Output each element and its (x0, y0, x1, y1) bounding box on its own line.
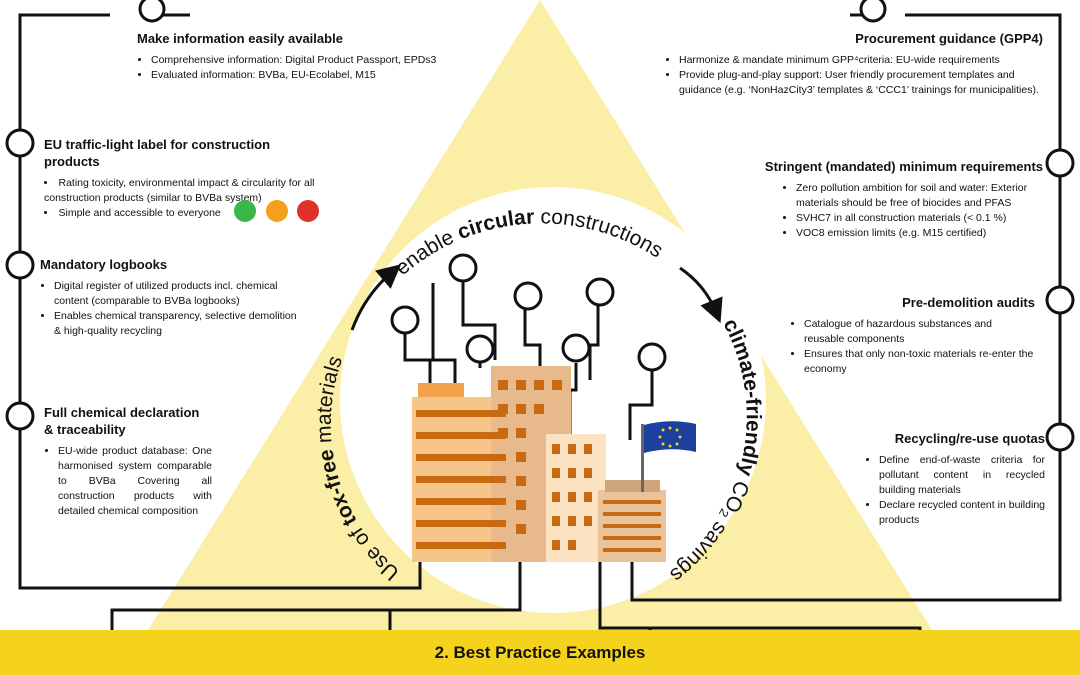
quotas-title: Recycling/re-use quotas (894, 431, 1045, 446)
audits-title: Pre-demolition audits (902, 295, 1035, 310)
logbooks-title: Mandatory logbooks (40, 257, 168, 272)
bottom-connector (110, 560, 522, 632)
right-frame-line (630, 13, 1062, 602)
info-title: Make information easily available (137, 31, 343, 46)
red-face-icon (297, 200, 319, 222)
logbooks-block: Mandatory logbooks Digital register of u… (40, 256, 300, 339)
declaration-title: Full chemical declaration & traceability (44, 405, 200, 437)
node-circle (5, 250, 35, 280)
orange-face-icon (266, 200, 288, 222)
audits-item: Catalogue of hazardous substances and re… (804, 317, 1035, 347)
label-item: Rating toxicity, environmental impact & … (44, 176, 329, 206)
node-circle (5, 401, 35, 431)
circuit-node (637, 342, 667, 372)
node-circle (859, 0, 887, 23)
info-block: Make information easily available Compre… (137, 30, 457, 83)
requirements-title: Stringent (mandated) minimum requirement… (764, 159, 1043, 174)
label-title: EU traffic-light label for construction … (44, 137, 271, 169)
info-item: Evaluated information: BVBa, EU-Ecolabel… (151, 68, 457, 83)
requirements-block: Stringent (mandated) minimum requirement… (760, 158, 1043, 241)
quotas-item: Define end-of-waste criteria for polluta… (879, 453, 1045, 498)
requirements-item: Zero pollution ambition for soil and wat… (796, 181, 1043, 211)
procurement-item: Harmonize & mandate minimum GPP⁴criteria… (679, 53, 1043, 68)
circuit-node (465, 334, 495, 364)
buildings-illustration (412, 366, 696, 562)
circuit-node (448, 253, 478, 283)
label-block: EU traffic-light label for construction … (44, 136, 329, 221)
circuit-node (513, 281, 543, 311)
quotas-item: Declare recycled content in building pro… (879, 498, 1045, 528)
declaration-item: EU-wide product database: One harmonised… (58, 444, 212, 519)
requirements-item: VOC8 emission limits (e.g. M15 certified… (796, 226, 1043, 241)
procurement-title: Procurement guidance (GPP4) (855, 31, 1043, 46)
quotas-block: Recycling/re-use quotas Define end-of-wa… (865, 430, 1045, 528)
footer-banner: 2. Best Practice Examples (0, 630, 1080, 675)
node-circle (138, 0, 166, 23)
node-circle (1045, 285, 1075, 315)
requirements-item: SVHC7 in all construction materials (< 0… (796, 211, 1043, 226)
node-circle (1045, 422, 1075, 452)
node-circle (5, 128, 35, 158)
footer-label: 2. Best Practice Examples (434, 642, 646, 662)
info-item: Comprehensive information: Digital Produ… (151, 53, 457, 68)
declaration-block: Full chemical declaration & traceability… (44, 404, 212, 519)
procurement-item: Provide plug-and-play support: User frie… (679, 68, 1043, 98)
node-circle (1045, 148, 1075, 178)
circuit-node (585, 277, 615, 307)
circuit-node (390, 305, 420, 335)
eu-flag (644, 421, 696, 453)
logbooks-item: Digital register of utilized products in… (54, 279, 300, 309)
label-item: Simple and accessible to everyone (44, 206, 329, 221)
green-face-icon (234, 200, 256, 222)
logbooks-item: Enables chemical transparency, selective… (54, 309, 300, 339)
circuit-node (561, 333, 591, 363)
audits-block: Pre-demolition audits Catalogue of hazar… (790, 294, 1035, 377)
procurement-block: Procurement guidance (GPP4) Harmonize & … (665, 30, 1043, 98)
audits-item: Ensures that only non-toxic materials re… (804, 347, 1035, 377)
